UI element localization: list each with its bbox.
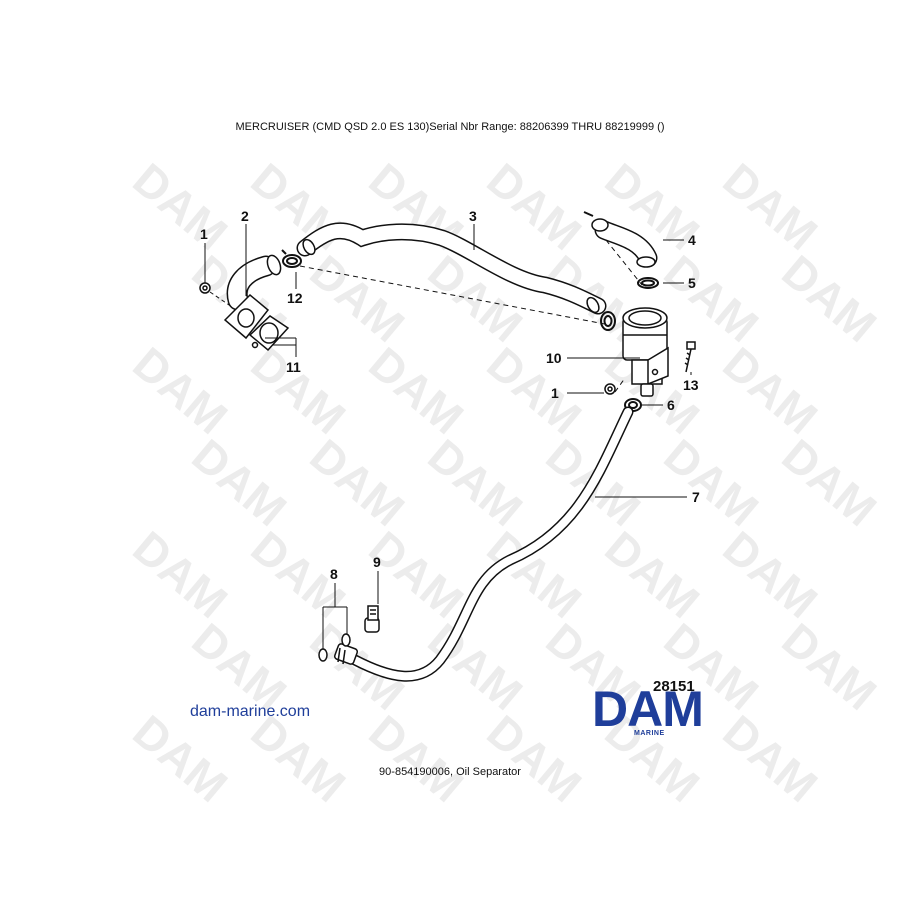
hose-3 xyxy=(296,222,607,315)
callout-10: 10 xyxy=(546,350,562,366)
diagram-caption: 90-854190006, Oil Separator xyxy=(379,766,521,778)
callout-1-left: 1 xyxy=(200,226,208,242)
dashed-line-bracket-nut xyxy=(614,377,626,393)
banjo-bolt-9 xyxy=(364,605,380,633)
clamp-5 xyxy=(637,277,659,289)
drain-hose-7 xyxy=(349,406,634,682)
callout-3: 3 xyxy=(469,208,477,224)
callout-8: 8 xyxy=(330,566,338,582)
callout-11: 11 xyxy=(286,359,301,375)
callout-13: 13 xyxy=(683,377,699,393)
callout-12: 12 xyxy=(287,290,303,306)
leader-lines xyxy=(204,224,692,649)
callout-1-right: 1 xyxy=(551,385,559,401)
dashed-relations xyxy=(299,239,643,393)
diagram-title: MERCRUISER (CMD QSD 2.0 ES 130)Serial Nb… xyxy=(235,121,665,133)
bolt-13 xyxy=(684,341,696,373)
hose-4 xyxy=(583,211,658,268)
callout-7: 7 xyxy=(692,489,700,505)
oil-separator-10 xyxy=(622,307,669,397)
callout-labels: 1 2 3 4 5 6 7 8 9 10 1 11 12 13 xyxy=(200,208,700,582)
fitting-8 xyxy=(318,633,359,665)
nut-1-right xyxy=(604,383,616,395)
nut-1-left xyxy=(199,282,211,294)
callout-6: 6 xyxy=(667,397,675,413)
dashed-line-hose3-separator xyxy=(299,265,611,326)
brand-logo: DAM xyxy=(592,681,704,737)
clamp-separator-inlet xyxy=(600,311,616,331)
callout-5: 5 xyxy=(688,275,696,291)
brand-logo-subtitle: MARINE xyxy=(634,730,665,737)
dashed-line-hose4-clamp xyxy=(605,239,643,286)
clamp-12 xyxy=(281,249,302,268)
callout-2: 2 xyxy=(241,208,249,224)
callout-4: 4 xyxy=(688,232,696,248)
callout-9: 9 xyxy=(373,554,381,570)
site-link[interactable]: dam-marine.com xyxy=(190,703,311,720)
elbow-fitting-2 xyxy=(223,254,282,340)
flange-dashed-link xyxy=(209,291,233,308)
drawing-number: 28151 xyxy=(653,678,695,695)
